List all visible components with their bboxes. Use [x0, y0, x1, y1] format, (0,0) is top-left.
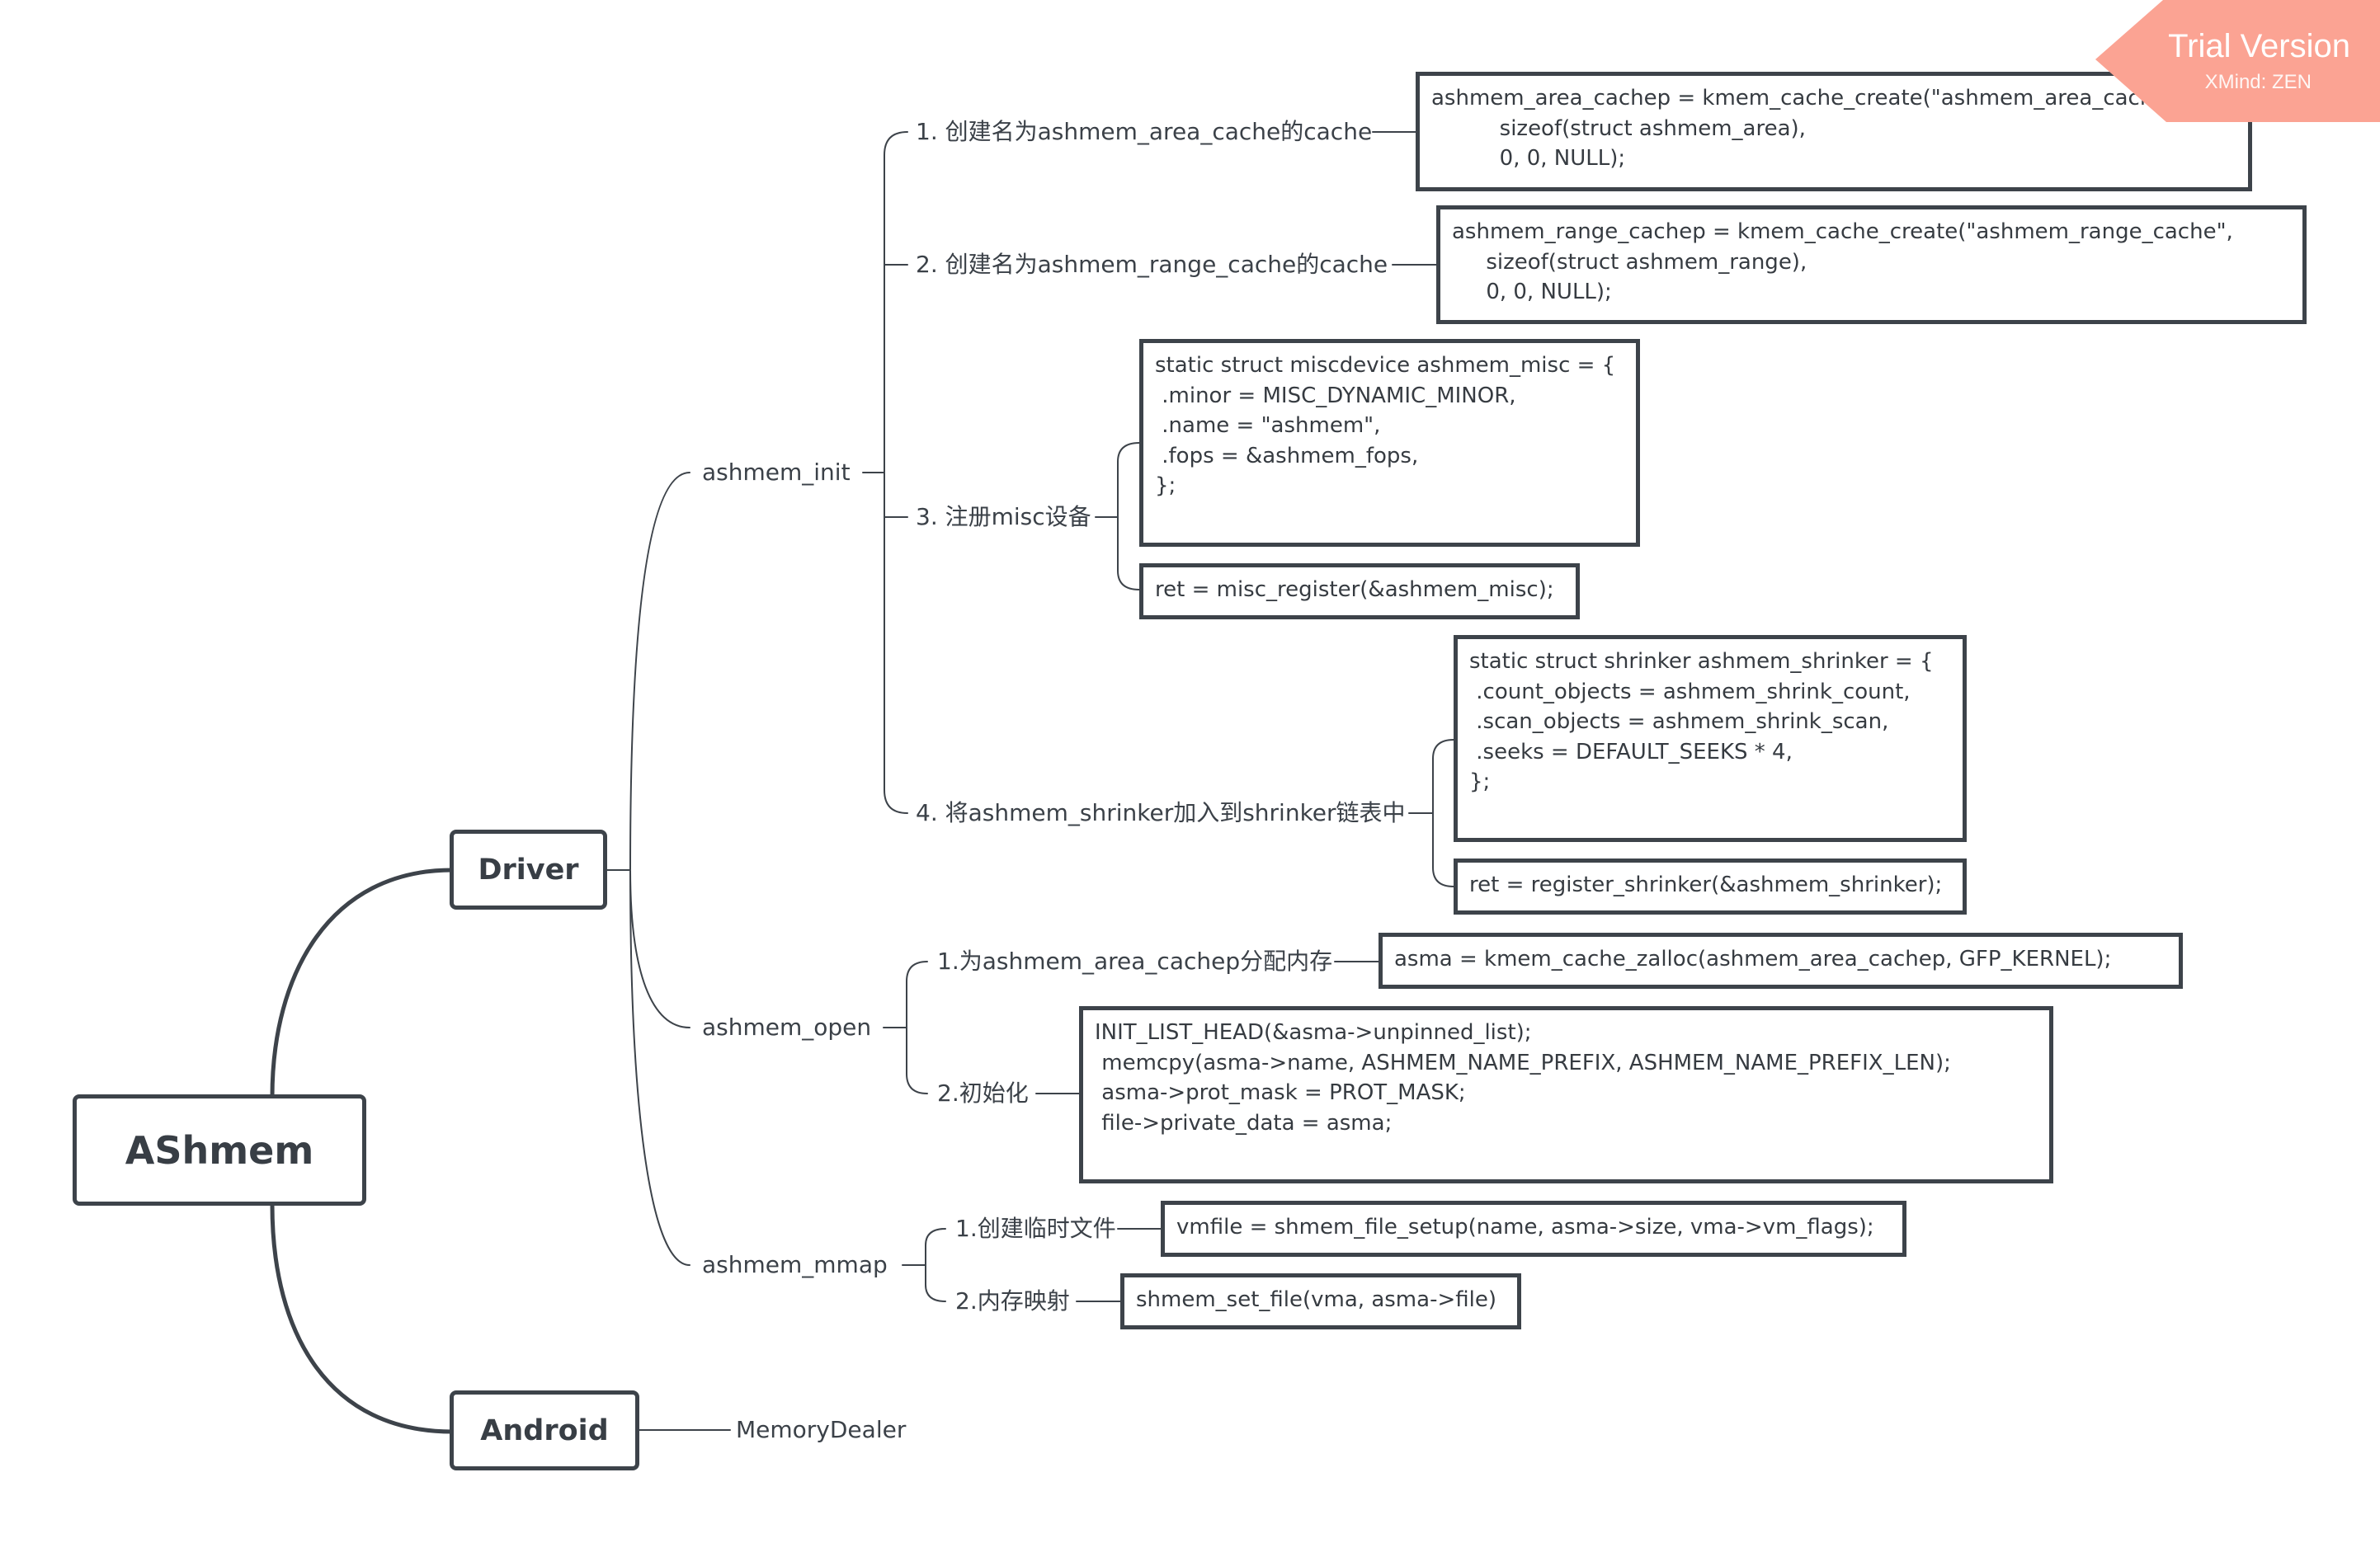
connector-driver-open — [629, 869, 690, 1028]
watermark-subtitle: XMind: ZEN — [2204, 71, 2312, 93]
code-init-step1[interactable]: ashmem_area_cachep = kmem_cache_create("… — [1416, 72, 2252, 191]
connector-mmap-bracket — [925, 1228, 946, 1302]
topic-mmap-step1[interactable]: 1.创建临时文件 — [955, 1215, 1116, 1242]
driver-node[interactable]: Driver — [450, 830, 607, 910]
topic-open-step1[interactable]: 1.为ashmem_area_cachep分配内存 — [937, 948, 1333, 975]
driver-label: Driver — [478, 853, 579, 887]
connector-driver-mmap — [629, 869, 690, 1266]
code-open-step1[interactable]: asma = kmem_cache_zalloc(ashmem_area_cac… — [1379, 933, 2183, 989]
connector-driver-init — [629, 472, 690, 871]
topic-mmap-step2[interactable]: 2.内存映射 — [955, 1287, 1070, 1315]
trial-watermark: Trial Version XMind: ZEN — [2095, 0, 2380, 122]
root-label: AShmem — [125, 1127, 314, 1173]
connector-step4-bracket — [1432, 739, 1454, 887]
code-init-step4-register[interactable]: ret = register_shrinker(&ashmem_shrinker… — [1454, 859, 1967, 915]
topic-open-step2[interactable]: 2.初始化 — [937, 1080, 1029, 1107]
topic-ashmem-mmap[interactable]: ashmem_mmap — [702, 1251, 888, 1278]
connector-open-bracket — [906, 961, 928, 1094]
topic-init-step1[interactable]: 1. 创建名为ashmem_area_cache的cache — [916, 118, 1373, 145]
root-node[interactable]: AShmem — [73, 1094, 366, 1206]
code-init-step4-struct[interactable]: static struct shrinker ashmem_shrinker =… — [1454, 635, 1967, 842]
connector-step3-bracket — [1117, 442, 1140, 590]
code-init-step3-register[interactable]: ret = misc_register(&ashmem_misc); — [1139, 563, 1580, 619]
watermark-title: Trial Version — [2168, 28, 2350, 64]
topic-init-step4[interactable]: 4. 将ashmem_shrinker加入到shrinker链表中 — [916, 799, 1406, 826]
connector-root-driver — [270, 868, 455, 1099]
code-mmap-step2[interactable]: shmem_set_file(vma, asma->file) — [1120, 1273, 1521, 1329]
topic-ashmem-open[interactable]: ashmem_open — [702, 1014, 872, 1041]
code-init-step3-struct[interactable]: static struct miscdevice ashmem_misc = {… — [1139, 339, 1640, 547]
topic-memory-dealer[interactable]: MemoryDealer — [736, 1416, 907, 1443]
android-label: Android — [480, 1414, 609, 1447]
topic-ashmem-init[interactable]: ashmem_init — [702, 459, 851, 486]
android-node[interactable]: Android — [450, 1390, 639, 1470]
code-init-step2[interactable]: ashmem_range_cachep = kmem_cache_create(… — [1436, 205, 2307, 324]
connector-root-android — [270, 1202, 455, 1434]
topic-init-step2[interactable]: 2. 创建名为ashmem_range_cache的cache — [916, 251, 1388, 278]
code-mmap-step1[interactable]: vmfile = shmem_file_setup(name, asma->si… — [1161, 1201, 1906, 1257]
code-open-step2[interactable]: INIT_LIST_HEAD(&asma->unpinned_list); me… — [1079, 1006, 2053, 1183]
topic-init-step3[interactable]: 3. 注册misc设备 — [916, 503, 1091, 530]
connector-init-bracket — [884, 131, 908, 814]
